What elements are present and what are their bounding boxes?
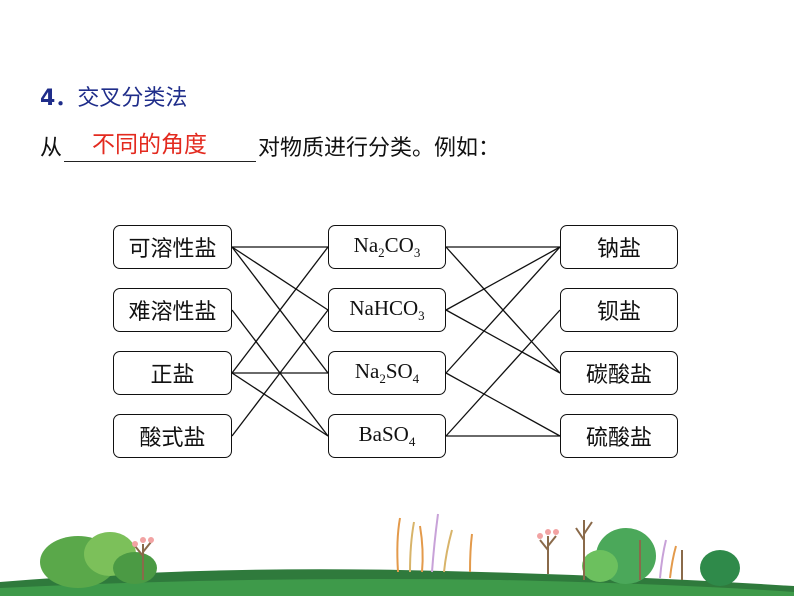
box-carbonate: 碳酸盐 [560,351,678,395]
sentence-prefix: 从 [40,136,63,161]
section-title: 交叉分类法 [77,86,188,111]
box-acid-salt: 酸式盐 [113,414,232,458]
formula: NaHCO3 [349,296,425,323]
link-na2so4-sulfate [445,372,561,437]
box-normal-salt: 正盐 [113,351,232,395]
flower-icon [132,537,154,547]
box-label: 酸式盐 [139,426,206,451]
section-heading: 4．交叉分类法 [40,80,187,112]
box-barium-salt: 钡盐 [560,288,678,332]
box-sulfate: 硫酸盐 [560,414,678,458]
fill-in-sentence: 从 不同的角度 对物质进行分类。例如： [40,130,500,162]
link-baso4-barium [445,309,561,437]
link-normal-na2co3 [231,246,329,374]
box-sodium-salt: 钠盐 [560,225,678,269]
answer-text: 不同的角度 [92,132,208,158]
formula: BaSO4 [358,422,416,449]
formula: Na2SO4 [354,359,420,386]
box-na2co3: Na2CO3 [328,225,446,269]
link-nahco3-carbonate [445,309,561,374]
box-label: 硫酸盐 [585,426,652,451]
box-label: 钡盐 [596,300,641,325]
box-soluble-salt: 可溶性盐 [113,225,232,269]
tree-icon [575,520,683,580]
link-nahco3-sodium [445,246,561,311]
formula: Na2CO3 [353,233,421,260]
section-number: 4． [40,86,78,111]
grass-icon [396,513,473,573]
box-label: 正盐 [150,363,195,388]
box-baso4: BaSO4 [328,414,446,458]
flower-icon [537,529,559,539]
bush-icon [40,532,157,588]
box-na2so4: Na2SO4 [328,351,446,395]
link-na2so4-sodium [445,246,561,374]
sentence-suffix: 对物质进行分类。例如： [258,136,501,161]
box-label: 碳酸盐 [585,363,652,388]
landscape-decoration [0,513,794,596]
box-label: 难溶性盐 [128,300,217,325]
link-acid-nahco3 [231,309,329,437]
box-label: 可溶性盐 [128,237,217,262]
box-nahco3: NaHCO3 [328,288,446,332]
tree-icon [134,541,152,580]
link-normal-baso4 [231,372,329,437]
grass-icon [659,539,677,579]
answer-blank: 不同的角度 [64,132,257,162]
link-soluble-nahco3 [231,246,329,311]
box-label: 钠盐 [596,237,641,262]
tree-icon [539,535,557,574]
box-insoluble-salt: 难溶性盐 [113,288,232,332]
